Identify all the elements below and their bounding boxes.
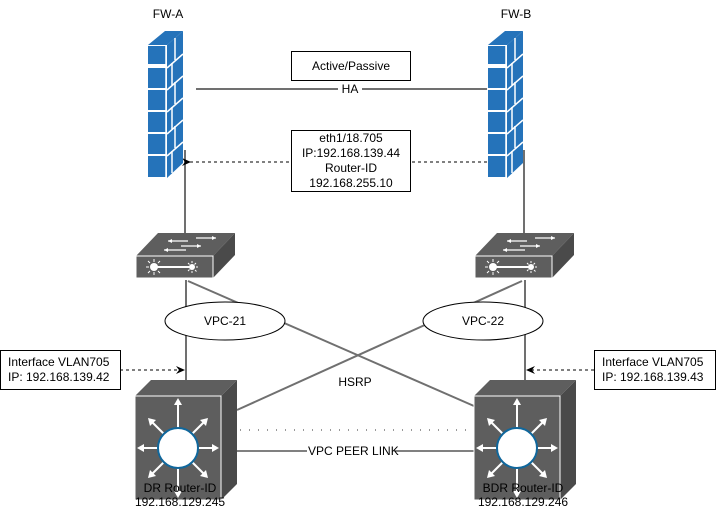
bdr-router-label: BDR Router-ID 192.168.129.246 [463,481,583,509]
ha-link-label: HA [338,82,362,96]
vlan-a-line-2: IP: 192.168.139.42 [8,370,110,384]
fw-b-label: FW-B [500,7,532,21]
fw-a-label: FW-A [152,7,184,21]
vpc-22-ellipse[interactable] [422,301,544,341]
fw-interface-line-4: 192.168.255.10 [309,176,393,190]
fw-interface-line-2: IP:192.168.139.44 [301,146,401,160]
bdr-router-role: BDR Router-ID [482,481,564,495]
dr-router-role: DR Router-ID [143,481,217,495]
vlan-a-line-1: Interface VLAN705 [8,355,110,369]
vpc-peer-link-label: VPC PEER LINK [307,444,399,458]
switchb-to-dr-link [236,280,523,411]
vlan-interface-box-a[interactable]: Interface VLAN705 IP: 192.168.139.42 [0,350,121,390]
switch-icon-a[interactable] [135,232,236,279]
vpc-22-label: VPC-22 [461,314,505,328]
firewall-icon-fw-a[interactable] [147,30,184,179]
dr-router-ip: 192.168.129.245 [134,495,226,509]
vpc-21-label: VPC-21 [203,314,247,328]
vlan-interface-box-b[interactable]: Interface VLAN705 IP: 192.168.139.43 [594,350,716,390]
hsrp-label: HSRP [334,375,376,389]
fw-interface-box[interactable]: eth1/18.705 IP:192.168.139.44 Router-ID … [291,130,411,192]
switch-icon-b[interactable] [474,232,575,279]
fw-interface-line-1: eth1/18.705 [319,131,383,145]
vpc-21-ellipse[interactable] [164,301,286,341]
firewall-icon-fw-b[interactable] [487,30,524,179]
ha-mode-box[interactable]: Active/Passive [291,51,411,81]
vlan-b-line-1: Interface VLAN705 [602,355,704,369]
ha-mode-label: Active/Passive [311,59,391,73]
vlan-b-line-2: IP: 192.168.139.43 [602,370,704,384]
dr-router-label: DR Router-ID 192.168.129.245 [120,481,240,509]
fw-interface-line-3: Router-ID [324,161,377,175]
bdr-router-ip: 192.168.129.246 [477,495,569,509]
